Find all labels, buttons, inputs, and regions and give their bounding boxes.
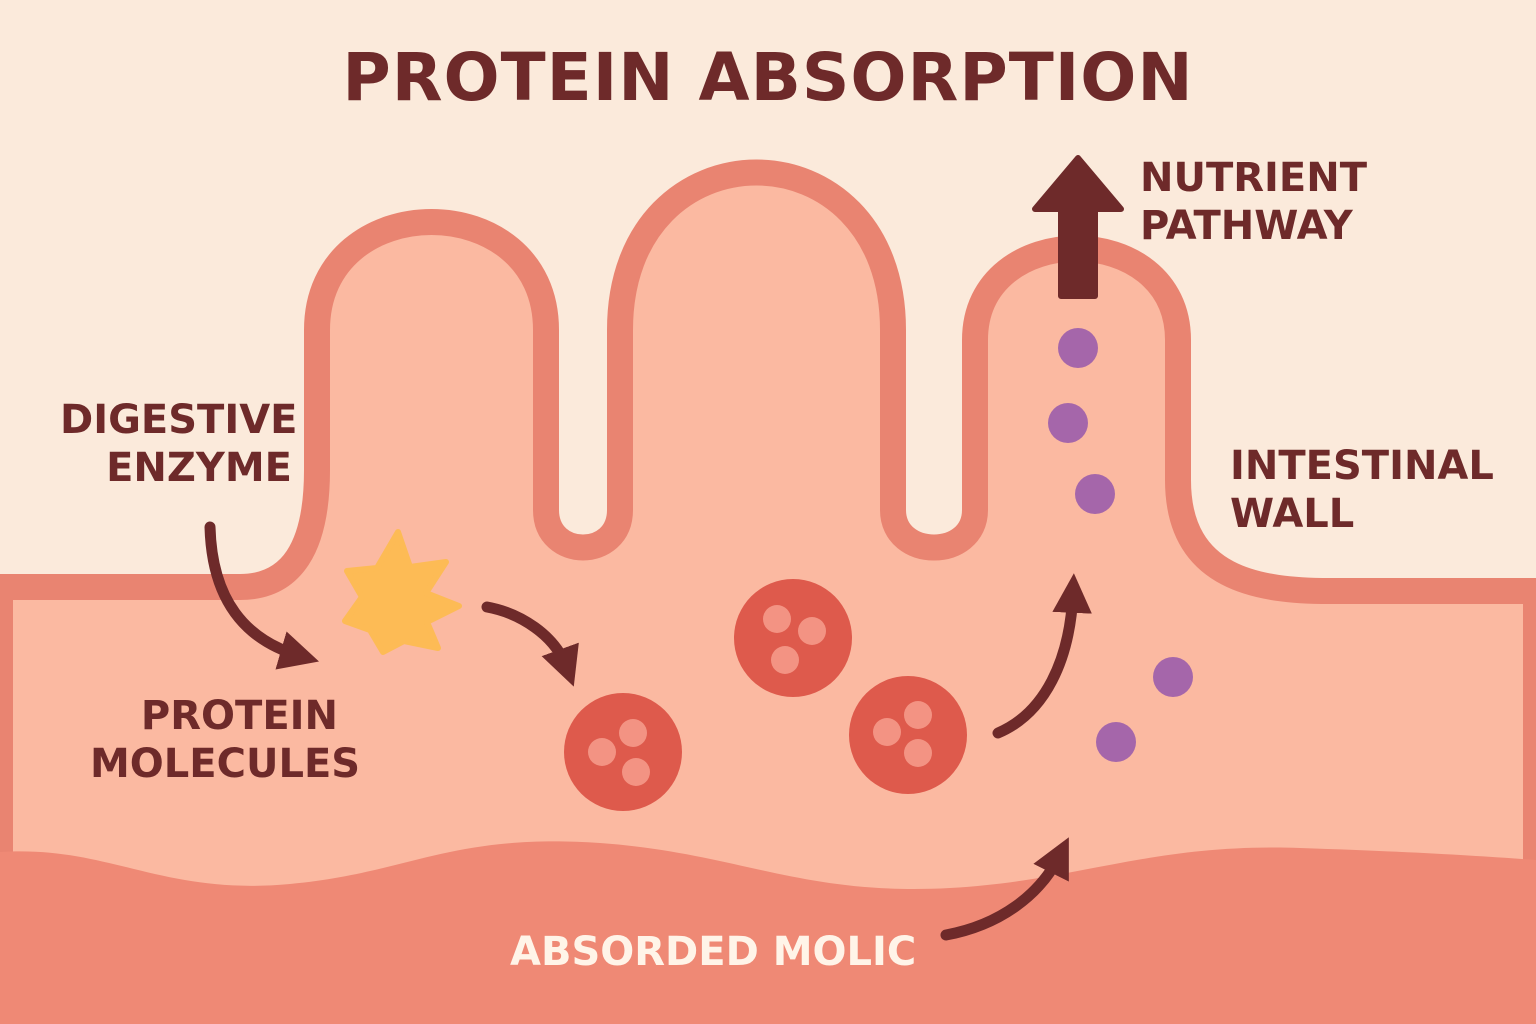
breakdown-arrow xyxy=(481,601,579,687)
nutrient-pathway-arrow xyxy=(1032,155,1124,299)
absorbed-molecules-label: ABSORDED MOLIC xyxy=(510,929,917,975)
absorbed-arrow xyxy=(940,837,1069,941)
particle-dot xyxy=(1153,657,1193,697)
protein-molecule xyxy=(849,676,967,794)
page-title: PROTEIN ABSORPTION xyxy=(342,39,1194,116)
protein-molecules-label: PROTEIN MOLECULES xyxy=(90,693,361,787)
nutrient-pathway-label: NUTRIENT PATHWAY xyxy=(1140,155,1368,249)
enzyme-star-icon xyxy=(342,529,462,655)
protein-molecule xyxy=(734,579,852,697)
intestinal-wall-label: INTESTINAL WALL xyxy=(1230,443,1494,537)
particle-dot xyxy=(1058,328,1098,368)
protein-molecule xyxy=(564,693,682,811)
submucosa-layer xyxy=(0,841,1536,1024)
particle-dot xyxy=(1048,403,1088,443)
uptake-arrow xyxy=(992,573,1092,739)
particle-dot xyxy=(1096,722,1136,762)
absorbed-particles xyxy=(1048,328,1193,762)
enzyme-arrow xyxy=(204,521,320,670)
digestive-enzyme-label: DIGESTIVE ENZYME xyxy=(60,397,298,491)
particle-dot xyxy=(1075,474,1115,514)
